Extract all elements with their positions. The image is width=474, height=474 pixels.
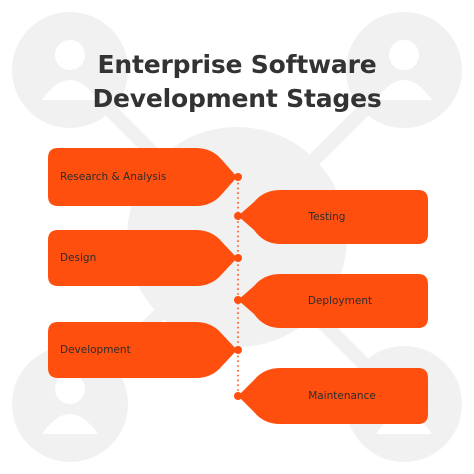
timeline-dot <box>234 173 242 181</box>
stage-label: Testing <box>308 211 346 223</box>
stage-development: Development <box>48 322 242 378</box>
stage-label: Development <box>60 344 131 356</box>
stage-label: Deployment <box>308 295 372 307</box>
stage-testing: Testing <box>234 190 428 244</box>
page-title: Enterprise Software Development Stages <box>0 48 474 116</box>
timeline-dot <box>234 392 242 400</box>
timeline-dot <box>234 296 242 304</box>
stage-label: Design <box>60 252 96 264</box>
stage-research-analysis: Research & Analysis <box>48 148 242 206</box>
stage-maintenance: Maintenance <box>234 368 428 424</box>
stage-design: Design <box>48 230 242 286</box>
stage-label: Maintenance <box>308 390 376 402</box>
timeline-dot <box>234 346 242 354</box>
stage-label: Research & Analysis <box>60 171 166 183</box>
timeline-dot <box>234 212 242 220</box>
title-line-2: Development Stages <box>92 84 382 113</box>
title-line-1: Enterprise Software <box>97 50 377 79</box>
timeline-dot <box>234 254 242 262</box>
stage-deployment: Deployment <box>234 274 428 328</box>
